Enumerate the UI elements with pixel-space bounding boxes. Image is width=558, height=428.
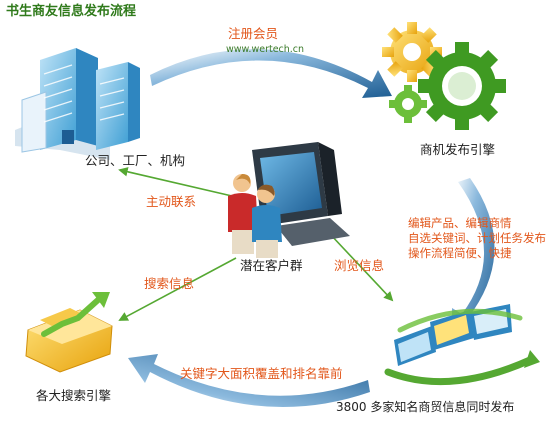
arrow-register — [150, 49, 392, 98]
arrow-search — [118, 257, 237, 321]
engine-features: 编辑产品、编辑商情 自选关键词、计划任务发布 操作流程简便、快捷 — [408, 216, 546, 261]
sites-label: 3800 多家知名商贸信息同时发布 — [336, 400, 515, 414]
diagram-title: 书生商友信息发布流程 — [6, 4, 137, 19]
arrow-engine-to-sites — [452, 178, 495, 336]
company-label: 公司、工厂、机构 — [85, 153, 186, 168]
coverage-label: 关键字大面积覆盖和排名靠前 — [180, 366, 343, 381]
engine-label: 商机发布引擎 — [420, 142, 496, 157]
customers-icon — [228, 142, 350, 258]
search-engines-label: 各大搜索引擎 — [36, 388, 112, 403]
search-engines-icon — [25, 292, 113, 373]
register-label: 注册会员 — [228, 26, 279, 41]
register-url: www.wertech.cn — [226, 44, 305, 55]
building-icon — [15, 48, 140, 160]
arrow-browse — [329, 233, 394, 302]
engine-feature-item: 编辑产品、编辑商情 — [408, 216, 512, 230]
search-label: 搜索信息 — [144, 276, 195, 291]
websites-icon — [384, 304, 540, 386]
contact-label: 主动联系 — [146, 194, 197, 209]
customers-label: 潜在客户群 — [240, 258, 303, 273]
arrow-contact — [118, 167, 233, 197]
browse-label: 浏览信息 — [334, 258, 385, 273]
engine-feature-item: 自选关键词、计划任务发布 — [408, 231, 546, 245]
engine-feature-item: 操作流程简便、快捷 — [408, 246, 512, 260]
arrow-sites-to-search — [128, 354, 370, 408]
gear-icon — [382, 22, 506, 130]
